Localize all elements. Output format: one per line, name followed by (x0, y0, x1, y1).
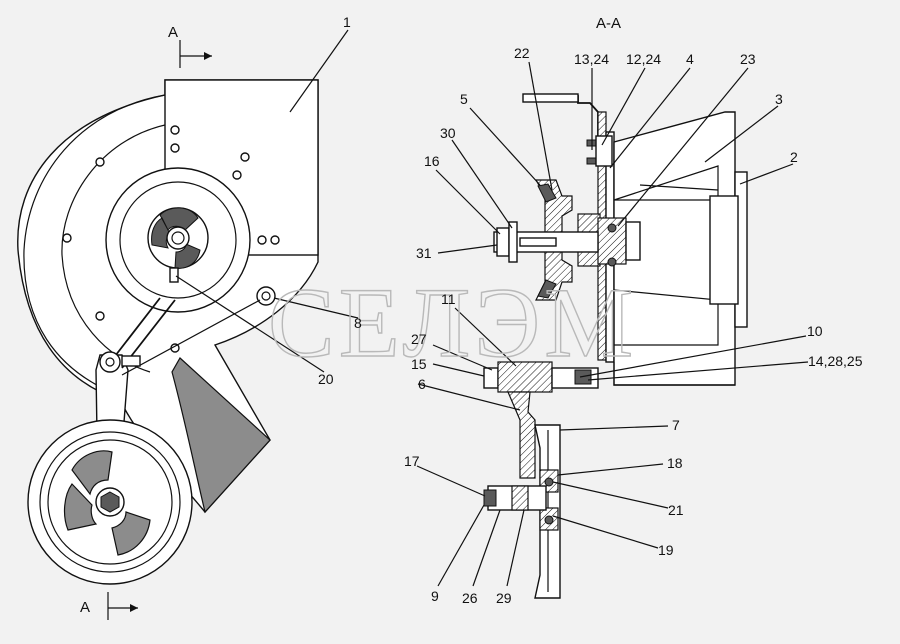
outlet-bolts (62, 125, 280, 353)
pin-8 (256, 286, 276, 306)
callout-11: 11 (441, 291, 456, 307)
section-view (483, 93, 748, 599)
callout-29: 29 (496, 590, 512, 606)
callout-21: 21 (668, 502, 684, 518)
idler-nut (100, 491, 120, 513)
inlet-inner (119, 181, 237, 299)
callout-4: 4 (686, 51, 694, 67)
section-marker-top: A (168, 24, 178, 41)
callout-2: 2 (790, 149, 798, 165)
watermark: СЕЛЭМ (268, 267, 637, 378)
arm-clamp-bolt (121, 355, 141, 367)
hub (166, 226, 190, 250)
leader-lines (175, 29, 809, 587)
idler-spokes (63, 450, 151, 556)
callout-16: 16 (424, 153, 440, 169)
front-view (17, 40, 319, 620)
arm-pivot (99, 351, 121, 373)
callout-7: 7 (672, 417, 680, 433)
callout-30: 30 (440, 125, 456, 141)
section-marker-bottom: A (80, 599, 90, 616)
callout-20: 20 (318, 371, 334, 387)
callout-1: 1 (343, 14, 351, 30)
callout-3: 3 (775, 91, 783, 107)
callout-10: 10 (807, 323, 823, 339)
callout-9: 9 (431, 588, 439, 604)
hub-bore (171, 231, 185, 245)
arm-6 (507, 391, 536, 479)
callout-6: 6 (418, 376, 426, 392)
callout-5: 5 (460, 91, 468, 107)
callout-26: 26 (462, 590, 478, 606)
callout-15: 15 (411, 356, 427, 372)
section-title: A-A (596, 15, 621, 32)
grease-nipple (169, 267, 179, 283)
housing-outer-band (23, 94, 166, 396)
shaft-cap (625, 221, 641, 261)
callout-12-24: 12,24 (626, 51, 661, 67)
spacer-29 (511, 485, 529, 511)
callout-27: 27 (411, 331, 427, 347)
callout-31: 31 (416, 245, 432, 261)
upper-bracket (523, 95, 599, 146)
washer-30 (508, 221, 518, 263)
nut-17 (483, 489, 497, 507)
callout-17: 17 (404, 453, 420, 469)
callout-22: 22 (514, 45, 530, 61)
shaft-key-31 (519, 237, 557, 247)
callout-14-28-25: 14,28,25 (808, 353, 863, 369)
callout-13-24: 13,24 (574, 51, 609, 67)
callout-19: 19 (658, 542, 674, 558)
callout-23: 23 (740, 51, 756, 67)
discharge-duct (171, 357, 271, 514)
callout-18: 18 (667, 455, 683, 471)
callout-8: 8 (354, 315, 362, 331)
